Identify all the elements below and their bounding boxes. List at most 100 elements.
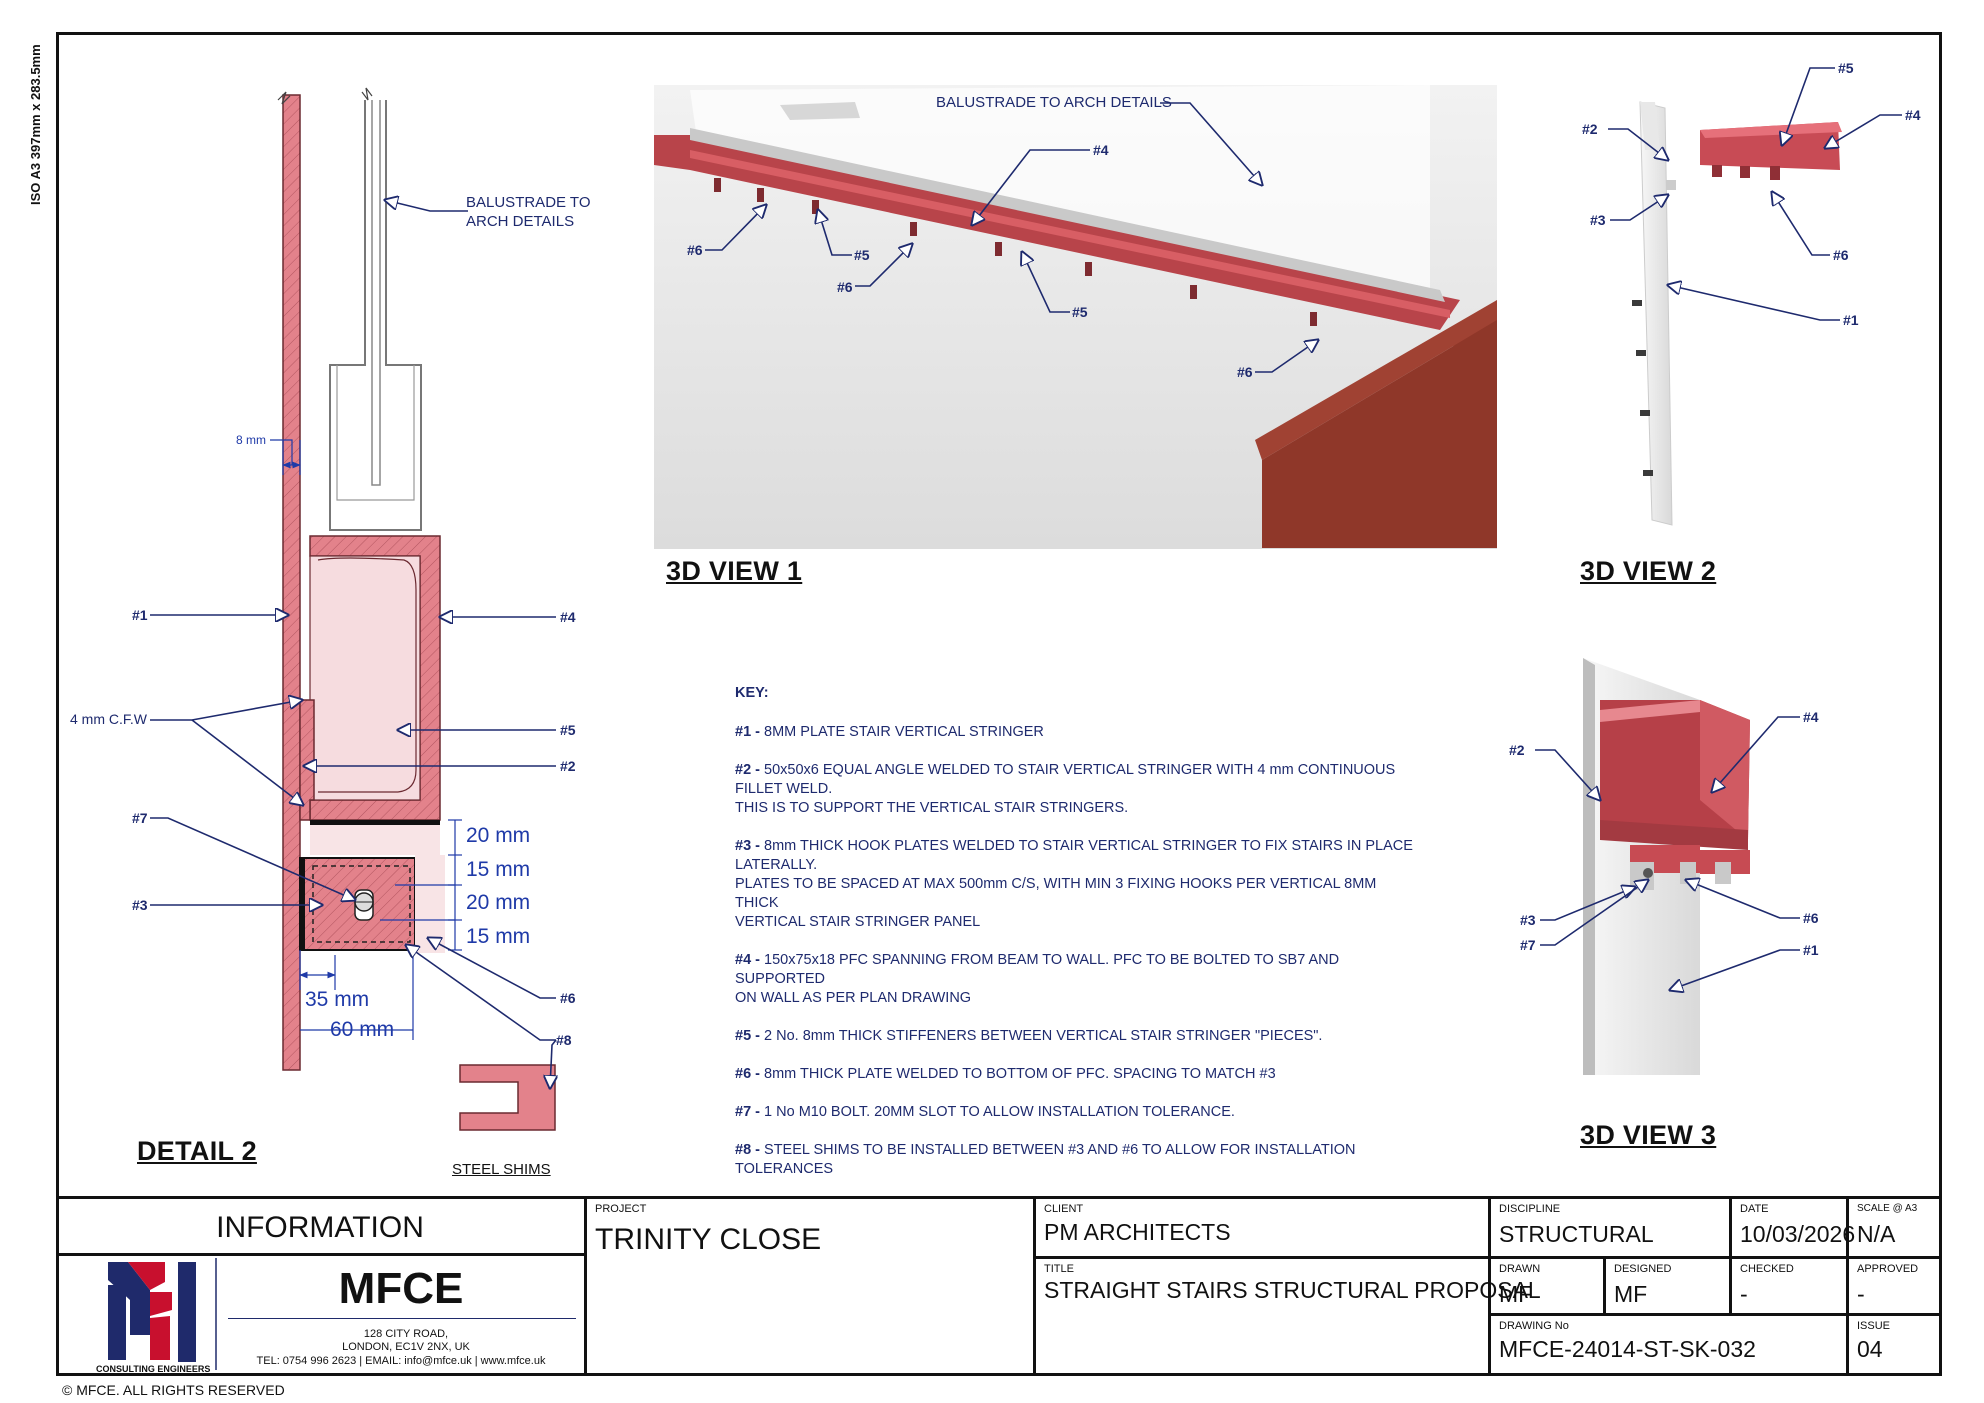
view2-callout-1: #1 bbox=[1843, 312, 1859, 328]
issue-cell: ISSUE 04 bbox=[1849, 1316, 1939, 1376]
copyright-notice: © MFCE. ALL RIGHTS RESERVED bbox=[62, 1382, 285, 1398]
project-label: PROJECT bbox=[595, 1203, 647, 1215]
view3-title: 3D VIEW 3 bbox=[1580, 1120, 1717, 1150]
view1-callout-6a: #6 bbox=[687, 242, 703, 258]
drawing-frame bbox=[56, 32, 1942, 1376]
dim-20mm-b: 20 mm bbox=[466, 891, 531, 914]
steel-shims-shape bbox=[459, 1064, 556, 1131]
view2-callout-6: #6 bbox=[1833, 247, 1849, 263]
company-cell: MFCE 128 CITY ROAD, LONDON, EC1V 2NX, UK… bbox=[56, 1256, 584, 1376]
view2-callout-2: #2 bbox=[1582, 121, 1598, 137]
view3-callout-6: #6 bbox=[1803, 910, 1819, 926]
drawn-value: MF bbox=[1499, 1281, 1533, 1307]
key-item-2: #2 - 50x50x6 EQUAL ANGLE WELDED TO STAIR… bbox=[735, 762, 1396, 816]
view2-callout-4: #4 bbox=[1905, 107, 1921, 123]
title-block: INFORMATION MFCE 128 CITY ROAD, LONDON, … bbox=[56, 1196, 1942, 1376]
detail-callout-2: #2 bbox=[560, 758, 576, 774]
detail-callout-1: #1 bbox=[132, 607, 148, 623]
view1-callout-5b: #5 bbox=[1072, 304, 1088, 320]
detail-callout-8: #8 bbox=[556, 1032, 572, 1048]
key-item-7: #7 - 1 No M10 BOLT. 20MM SLOT TO ALLOW I… bbox=[735, 1104, 1235, 1120]
date-value: 10/03/2026 bbox=[1740, 1221, 1856, 1247]
scale-value: N/A bbox=[1857, 1221, 1896, 1247]
stringer-plate bbox=[282, 94, 301, 1071]
view1-title: 3D VIEW 1 bbox=[666, 556, 803, 586]
key-item-3: #3 - 8mm THICK HOOK PLATES WELDED TO STA… bbox=[735, 838, 1413, 930]
discipline-cell: DISCIPLINE STRUCTURAL bbox=[1491, 1199, 1729, 1256]
title-value: STRAIGHT STAIRS STRUCTURAL PROPOSAL bbox=[1044, 1277, 1541, 1303]
designed-label: DESIGNED bbox=[1614, 1263, 1672, 1275]
key-item-6: #6 - 8mm THICK PLATE WELDED TO BOTTOM OF… bbox=[735, 1066, 1276, 1082]
drawn-cell: DRAWN MF bbox=[1491, 1259, 1603, 1313]
steel-shims-label: STEEL SHIMS bbox=[452, 1161, 551, 1178]
key-item-1: #1 - 8MM PLATE STAIR VERTICAL STRINGER bbox=[735, 724, 1044, 740]
title-cell: TITLE STRAIGHT STAIRS STRUCTURAL PROPOSA… bbox=[1036, 1259, 1541, 1376]
address-line-1: 128 CITY ROAD, bbox=[363, 1328, 449, 1340]
detail-balustrade-text: BALUSTRADE TO ARCH DETAILS bbox=[466, 194, 591, 230]
checked-label: CHECKED bbox=[1740, 1263, 1794, 1275]
view3-callout-3: #3 bbox=[1520, 912, 1536, 928]
view3-callout-4: #4 bbox=[1803, 709, 1819, 725]
project-cell: PROJECT TRINITY CLOSE bbox=[587, 1199, 1033, 1376]
scale-cell: SCALE @ A3 N/A bbox=[1849, 1199, 1939, 1256]
client-label: CLIENT bbox=[1044, 1203, 1084, 1215]
detail-callout-3: #3 bbox=[132, 897, 148, 913]
detail-callout-4: #4 bbox=[560, 609, 576, 625]
view3-callout-7: #7 bbox=[1520, 937, 1536, 953]
wall-gap-dim: 8 mm bbox=[236, 433, 266, 447]
date-label: DATE bbox=[1740, 1203, 1769, 1215]
dim-20mm-a: 20 mm bbox=[466, 824, 531, 847]
view1-balustrade-note: BALUSTRADE TO ARCH DETAILS bbox=[936, 94, 1172, 111]
key-heading: KEY: bbox=[735, 685, 769, 701]
date-cell: DATE 10/03/2026 bbox=[1732, 1199, 1855, 1256]
scale-label: SCALE @ A3 bbox=[1857, 1203, 1918, 1214]
view2-callout-5: #5 bbox=[1838, 60, 1854, 76]
dim-60mm: 60 mm bbox=[330, 1018, 395, 1041]
weld-note: 4 mm C.F.W bbox=[70, 711, 147, 727]
mfce-logo-icon bbox=[108, 1258, 217, 1370]
dim-15mm-a: 15 mm bbox=[466, 858, 531, 881]
key-panel: KEY: #1 - 8MM PLATE STAIR VERTICAL STRIN… bbox=[735, 684, 1415, 1198]
key-item-5: #5 - 2 No. 8mm THICK STIFFENERS BETWEEN … bbox=[735, 1028, 1323, 1044]
approved-label: APPROVED bbox=[1857, 1263, 1919, 1275]
drawn-label: DRAWN bbox=[1499, 1263, 1541, 1275]
checked-value: - bbox=[1740, 1281, 1748, 1307]
designed-value: MF bbox=[1614, 1281, 1648, 1307]
client-value: PM ARCHITECTS bbox=[1044, 1219, 1231, 1245]
drawing-no-label: DRAWING No bbox=[1499, 1320, 1569, 1332]
issue-value: 04 bbox=[1857, 1336, 1883, 1362]
drawing-no-cell: DRAWING No MFCE-24014-ST-SK-032 bbox=[1491, 1316, 1846, 1376]
dim-35mm: 35 mm bbox=[305, 988, 370, 1011]
view3-callout-1: #1 bbox=[1803, 942, 1819, 958]
address-line-2: LONDON, EC1V 2NX, UK bbox=[342, 1341, 470, 1353]
view1-callout-6b: #6 bbox=[837, 279, 853, 295]
contact-line: TEL: 0754 996 2623 | EMAIL: info@mfce.uk… bbox=[256, 1355, 546, 1367]
view2-render bbox=[1608, 67, 1902, 526]
view3-callout-2: #2 bbox=[1509, 742, 1525, 758]
client-cell: CLIENT PM ARCHITECTS bbox=[1036, 1199, 1488, 1256]
key-item-8: #8 - STEEL SHIMS TO BE INSTALLED BETWEEN… bbox=[735, 1142, 1356, 1177]
drawing-no-value: MFCE-24014-ST-SK-032 bbox=[1499, 1336, 1756, 1362]
checked-cell: CHECKED - bbox=[1732, 1259, 1846, 1313]
view1-callout-6c: #6 bbox=[1237, 364, 1253, 380]
information-cell: INFORMATION bbox=[56, 1199, 584, 1253]
detail-callout-5: #5 bbox=[560, 722, 576, 738]
view1-callout-5a: #5 bbox=[854, 247, 870, 263]
discipline-label: DISCIPLINE bbox=[1499, 1203, 1561, 1215]
title-label: TITLE bbox=[1044, 1263, 1074, 1275]
company-name: MFCE bbox=[338, 1264, 464, 1313]
detail2-section bbox=[150, 87, 556, 1131]
information-heading: INFORMATION bbox=[216, 1211, 424, 1244]
approved-cell: APPROVED - bbox=[1849, 1259, 1939, 1313]
view1-callout-4: #4 bbox=[1093, 142, 1109, 158]
issue-label: ISSUE bbox=[1857, 1320, 1891, 1332]
approved-value: - bbox=[1857, 1281, 1865, 1307]
detail2-title: DETAIL 2 bbox=[137, 1136, 257, 1166]
dim-15mm-b: 15 mm bbox=[466, 925, 531, 948]
detail-callout-7: #7 bbox=[132, 810, 148, 826]
company-sub: CONSULTING ENGINEERS bbox=[96, 1364, 211, 1374]
detail-balustrade-note: BALUSTRADE TO ARCH DETAILS bbox=[466, 193, 590, 231]
designed-cell: DESIGNED MF bbox=[1606, 1259, 1729, 1313]
project-value: TRINITY CLOSE bbox=[595, 1223, 822, 1256]
